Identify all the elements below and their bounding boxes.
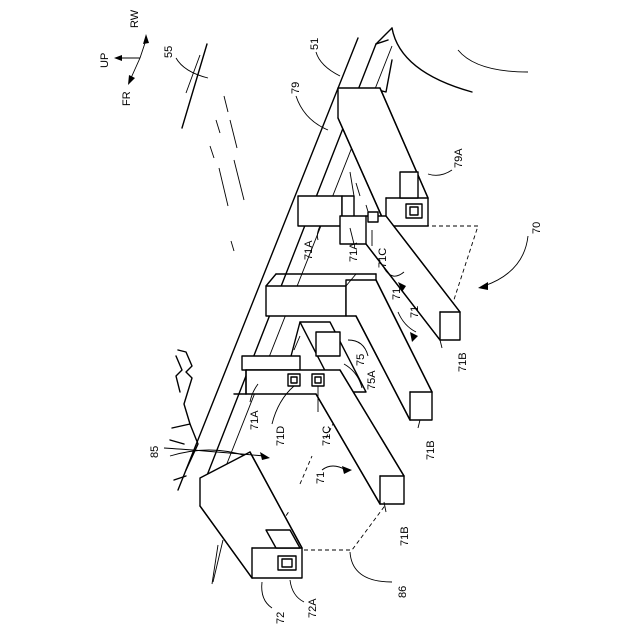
label-70: 70	[531, 222, 543, 234]
label-71-3: 71	[315, 472, 327, 484]
label-71A-2: 71A	[348, 242, 360, 262]
orientation-indicator: RW UP FR	[99, 9, 149, 106]
right-curve-housing	[376, 28, 528, 92]
label-79A: 79A	[453, 148, 465, 168]
label-71D: 71D	[275, 426, 287, 446]
label-79: 79	[290, 82, 302, 94]
label-71C-1: 71C	[377, 248, 389, 268]
label-71C-2: 71C	[321, 426, 333, 446]
orientation-rw-label: RW	[129, 9, 141, 28]
orientation-up-label: UP	[99, 53, 111, 68]
label-85: 85	[149, 446, 161, 458]
label-71-2: 71	[409, 306, 421, 318]
label-71B-1: 71B	[457, 352, 469, 372]
label-72: 72	[275, 612, 287, 624]
hatch-marks	[210, 96, 244, 251]
label-71B-3: 71B	[399, 526, 411, 546]
label-71B-2: 71B	[425, 440, 437, 460]
label-72A: 72A	[307, 598, 319, 618]
label-75A: 75A	[366, 370, 378, 390]
label-55: 55	[163, 46, 175, 58]
label-51: 51	[309, 38, 321, 50]
label-71-1: 71	[391, 288, 403, 300]
label-71A-3: 71A	[249, 410, 261, 430]
label-86: 86	[397, 586, 409, 598]
label-71A-1: 71A	[303, 240, 315, 260]
orientation-fr-label: FR	[121, 91, 133, 106]
label-75: 75	[355, 354, 367, 366]
part-55	[176, 44, 208, 128]
